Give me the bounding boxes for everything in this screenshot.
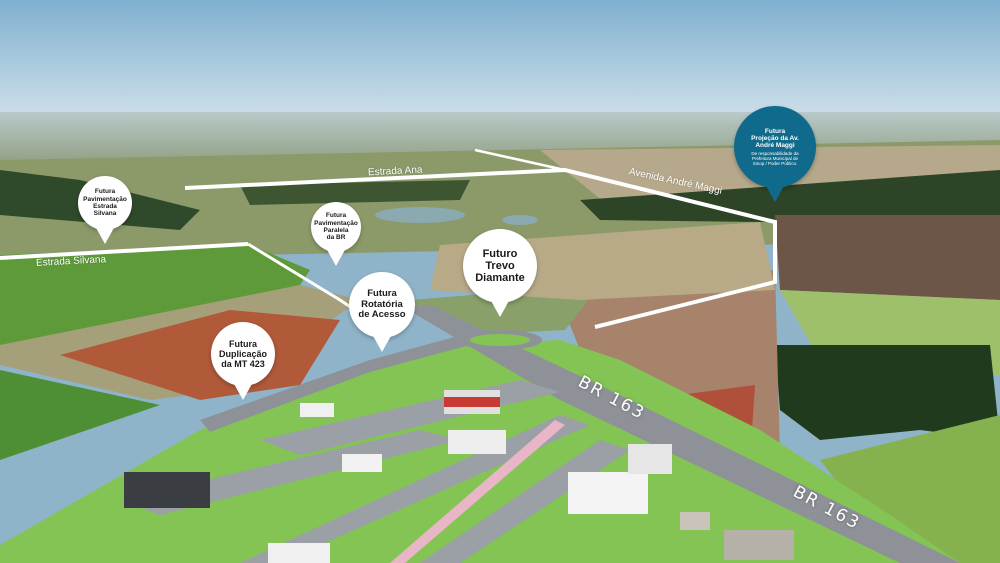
pin-text-line: Futura xyxy=(94,188,116,196)
forest-belt xyxy=(580,170,1000,225)
pin-text-line: Paralela xyxy=(323,227,349,234)
lake xyxy=(375,207,465,223)
br163-highway xyxy=(400,305,960,563)
forest-right xyxy=(775,345,1000,440)
pin-text-line: da MT 423 xyxy=(221,359,265,370)
pin-text-line: Duplicação xyxy=(218,348,267,359)
pin-andre-maggi-projecao: Futura Projeção da Av. André Maggi De re… xyxy=(734,106,816,188)
pin-text-line: Trevo xyxy=(485,259,515,272)
andre-maggi-line xyxy=(184,167,777,329)
pin-text-line: de Acesso xyxy=(358,309,406,321)
pin-text-line: Futura xyxy=(367,288,397,300)
pin-text-line: Estrada xyxy=(93,203,117,210)
estrada-silvana-line xyxy=(0,242,249,260)
pin-text-line: Pavimentação xyxy=(83,195,127,203)
plowed-field xyxy=(775,215,1000,300)
pin-trevo-diamante: Futuro Trevo Diamante xyxy=(463,229,537,303)
large-white-building xyxy=(568,472,648,514)
pin-title-line: André Maggi xyxy=(755,142,795,150)
pink-tree-row xyxy=(390,420,565,563)
pin-text-line: Futura xyxy=(325,212,347,220)
white-building xyxy=(448,430,506,454)
pin-text-line: Silvana xyxy=(93,210,117,218)
pin-estrada-silvana: Futura Pavimentação Estrada Silvana xyxy=(78,176,132,230)
pin-subtitle-line: Prefeitura Municipal de xyxy=(751,156,799,162)
pin-subtitle-line: De responsabilidade da xyxy=(751,151,799,157)
dark-warehouse xyxy=(124,472,210,508)
pin-text-line: Diamante xyxy=(475,272,525,285)
pin-text-line: Pavimentação xyxy=(314,219,358,227)
pin-duplicacao-mt423: Futura Duplicação da MT 423 xyxy=(211,322,275,386)
pin-title-line: Futura xyxy=(764,127,786,135)
pin-text-line: da BR xyxy=(326,234,346,242)
construction-site xyxy=(60,310,340,400)
green-field-left xyxy=(0,245,310,350)
pin-text-line: Futuro xyxy=(482,247,518,260)
pin-text-line: Rotatória xyxy=(361,298,403,310)
pin-paralela-br: Futura Pavimentação Paralela da BR xyxy=(311,202,361,252)
pin-title-line: Projeção da Av. xyxy=(751,134,799,142)
green-field-bottom-right xyxy=(820,415,1000,563)
pin-rotatoria-acesso: Futura Rotatória de Acesso xyxy=(349,272,415,338)
sky xyxy=(0,0,1000,120)
pin-text-line: Futura xyxy=(229,338,257,349)
pin-subtitle-line: Sinop / Poder Público. xyxy=(752,161,798,167)
